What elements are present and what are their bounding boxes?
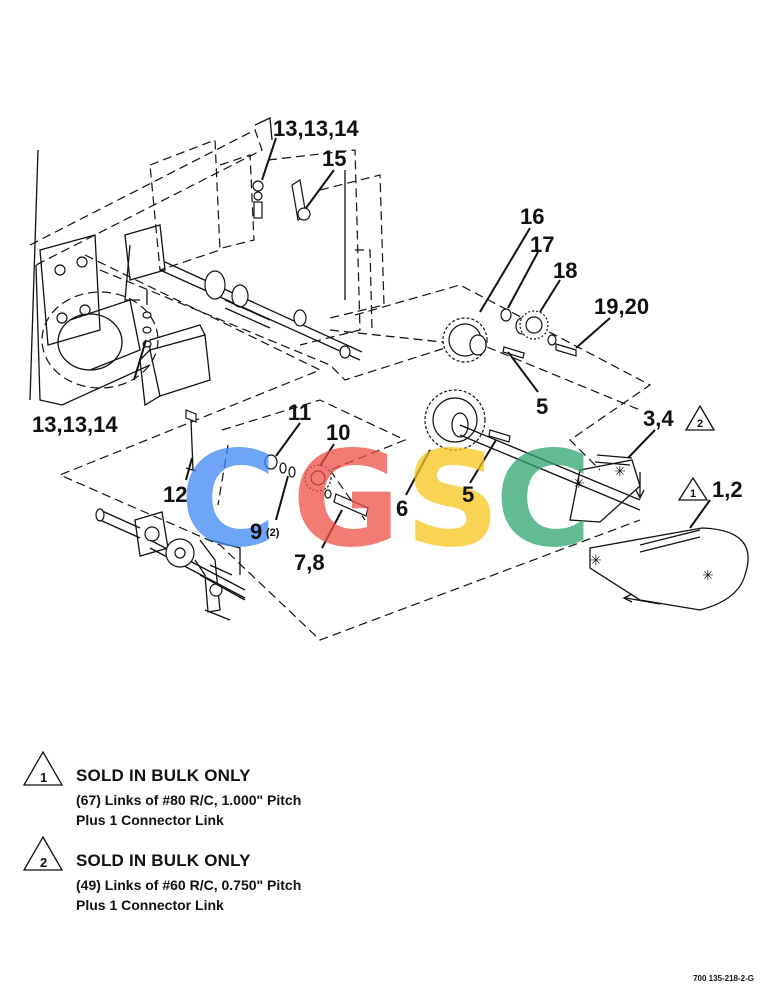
lower-drive-assembly	[95, 508, 246, 621]
chain-loops: ✳ ✳ ✳ ✳	[569, 454, 749, 611]
callout-9-quantity: (2)	[266, 527, 280, 539]
callout-labels: 13,13,14 15 16 17 18 19,20 5 3,4 2 13,13…	[32, 116, 743, 575]
note-2-title: SOLD IN BULK ONLY	[76, 851, 251, 870]
callout-10: 10	[326, 420, 350, 445]
note-triangle-2-callout: 2	[684, 404, 716, 431]
drawing-reference-number: 700 135-218-2-G	[693, 974, 754, 983]
upper-sprocket-group	[329, 308, 577, 363]
svg-text:✳: ✳	[590, 553, 602, 569]
callout-13-13-14-left: 13,13,14	[32, 412, 118, 437]
callout-12: 12	[163, 482, 187, 507]
note-2-line-2: Plus 1 Connector Link	[76, 897, 224, 913]
small-sprocket-group	[185, 409, 369, 517]
svg-text:✳: ✳	[702, 568, 714, 584]
svg-text:2: 2	[697, 418, 703, 430]
callout-5-lower: 5	[462, 482, 474, 507]
callout-7-8: 7,8	[294, 550, 325, 575]
watermark: C G S C	[180, 423, 592, 577]
callout-18: 18	[553, 258, 577, 283]
note-1-triangle	[22, 750, 64, 786]
callout-15: 15	[322, 146, 346, 171]
note-triangle-1-callout: 1	[677, 476, 709, 501]
watermark-letter-g: G	[292, 423, 400, 577]
note-1-line-2: Plus 1 Connector Link	[76, 812, 224, 828]
note-1-title: SOLD IN BULK ONLY	[76, 766, 251, 785]
note-1: SOLD IN BULK ONLY (67) Links of #80 R/C,…	[76, 766, 301, 828]
watermark-letter-c1: C	[180, 423, 277, 577]
callout-1-2: 1,2	[712, 477, 743, 502]
note-1-line-1: (67) Links of #80 R/C, 1.000" Pitch	[76, 792, 302, 808]
note-2-line-1: (49) Links of #60 R/C, 0.750" Pitch	[76, 877, 302, 893]
callout-19-20: 19,20	[594, 294, 649, 319]
callout-11: 11	[288, 400, 311, 425]
watermark-letter-s: S	[405, 423, 500, 577]
leader-lines	[133, 137, 711, 549]
center-sprocket-group	[424, 389, 641, 511]
legend-triangles: 1 2	[22, 750, 64, 871]
callout-9: 9	[250, 519, 262, 544]
note-2-number: 2	[40, 855, 47, 870]
machine-frame	[29, 117, 385, 407]
svg-text:✳: ✳	[573, 476, 585, 492]
callout-5-upper: 5	[536, 394, 548, 419]
callout-13-13-14-top: 13,13,14	[273, 116, 359, 141]
callout-17: 17	[530, 232, 554, 257]
watermark-letter-c2: C	[495, 423, 592, 577]
svg-text:✳: ✳	[614, 464, 626, 480]
note-1-number: 1	[40, 770, 47, 785]
callout-16: 16	[520, 204, 544, 229]
note-2: SOLD IN BULK ONLY (49) Links of #60 R/C,…	[76, 851, 301, 913]
callout-6: 6	[396, 496, 408, 521]
callout-3-4: 3,4	[643, 406, 674, 431]
note-2-triangle	[22, 835, 64, 871]
svg-text:1: 1	[690, 488, 696, 500]
